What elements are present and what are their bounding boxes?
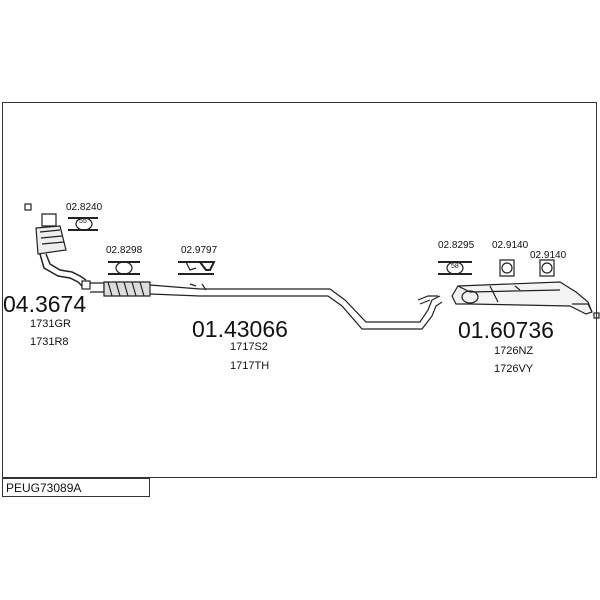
part-number: 04.3674	[3, 291, 87, 317]
oem-number: 1731R8	[30, 336, 69, 348]
front-pipe-drawing	[81, 280, 212, 297]
diagram-frame	[2, 102, 597, 478]
accessory-label: 02.9140	[530, 250, 567, 261]
icon-label: 58	[451, 263, 459, 270]
oem-number: 1726NZ	[494, 345, 534, 357]
accessory-label: 02.9797	[181, 245, 218, 256]
middle-pipe-drawing	[212, 288, 443, 330]
code-label-box: PEUG73089A	[2, 478, 150, 497]
accessory-label: 02.8295	[438, 240, 475, 251]
accessory-label: 02.8298	[106, 245, 143, 256]
accessory-label: 02.8240	[66, 202, 103, 213]
oem-number: 1731GR	[30, 318, 71, 330]
oem-number: 1717S2	[230, 341, 268, 353]
part-number: 01.60736	[458, 317, 554, 343]
catalytic-converter-drawing	[24, 203, 87, 287]
rear-silencer-drawing	[451, 281, 600, 319]
oem-number: 1717TH	[230, 360, 270, 372]
oem-number: 1726VY	[494, 363, 534, 375]
part-number: 01.43066	[192, 316, 288, 342]
icon-label: 55	[79, 218, 87, 225]
accessory-label: 02.9140	[492, 240, 529, 251]
diagram-code: PEUG73089A	[6, 481, 82, 495]
clamp-icon	[68, 217, 555, 277]
